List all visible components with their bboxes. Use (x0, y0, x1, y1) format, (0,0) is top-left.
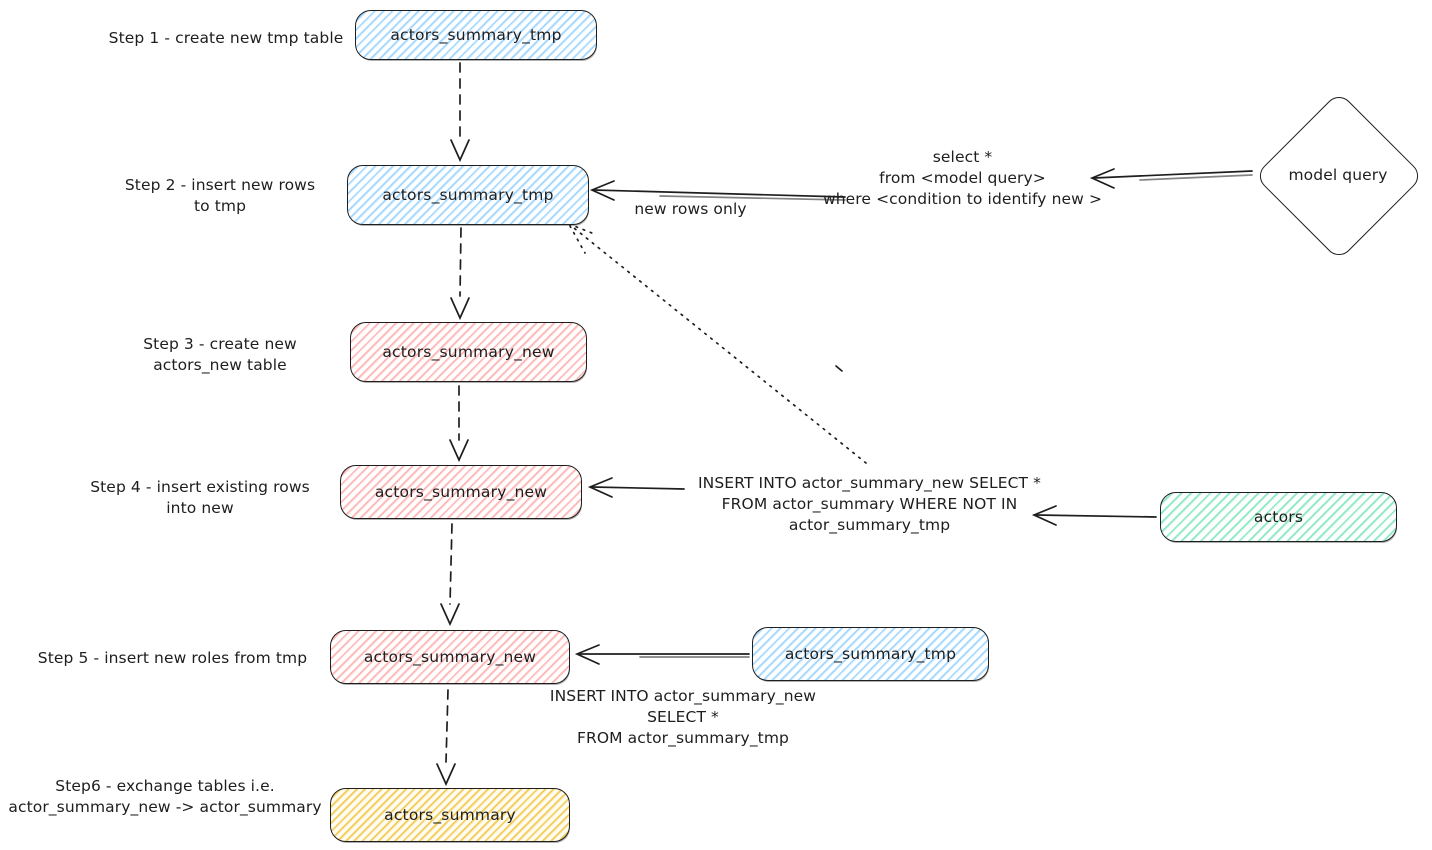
step4-node-actors-summary-new[interactable]: actors_summary_new (340, 465, 582, 519)
node-text: actors (1253, 508, 1304, 526)
step2-node-actors-summary-tmp[interactable]: actors_summary_tmp (347, 165, 589, 225)
actors-node[interactable]: actors (1160, 492, 1397, 542)
arrow-step5-to-step6 (436, 689, 456, 787)
arrow-tmp-to-step5 (574, 644, 750, 665)
step5-node-actors-summary-new[interactable]: actors_summary_new (330, 630, 570, 684)
step5-source-node-actors-summary-tmp[interactable]: actors_summary_tmp (752, 627, 989, 681)
node-text: actors_summary_tmp (382, 186, 554, 204)
arrow-step2-to-step3 (450, 227, 470, 321)
model-query-label: model query (1288, 166, 1388, 184)
node-text: actors_summary_new (363, 648, 537, 666)
step5-label: Step 5 - insert new roles from tmp (37, 649, 308, 667)
node-text: actors_summary_new (374, 483, 548, 501)
step6-node-actors-summary[interactable]: actors_summary (330, 788, 570, 842)
node-text: actors_summary_tmp (390, 26, 562, 44)
arrow-step1-to-step2 (450, 62, 470, 163)
node-text: actors_summary_new (382, 343, 555, 361)
step3-node-actors-summary-new[interactable]: actors_summary_new (350, 322, 587, 382)
arrow-dotted-tmp-reference (568, 223, 867, 464)
arrow-step3-to-step4 (449, 385, 469, 463)
step1-label: Step 1 - create new tmp table (108, 29, 344, 47)
step4-label: Step 4 - insert existing rows into new (90, 478, 310, 517)
node-text: actors_summary_tmp (784, 645, 957, 663)
step6-label: Step6 - exchange tables i.e. actor_summa… (8, 777, 322, 816)
stray-mark (835, 365, 843, 372)
new-rows-only-annotation: new rows only (634, 200, 747, 218)
insert-from-tmp-annotation: INSERT INTO actor_summary_new SELECT * F… (549, 687, 817, 747)
step1-node-actors-summary-tmp[interactable]: actors_summary_tmp (355, 10, 597, 60)
step2-label: Step 2 - insert new rows to tmp (124, 176, 316, 215)
arrow-insert-not-in-to-step4 (587, 477, 685, 498)
insert-not-in-annotation: INSERT INTO actor_summary_new SELECT * F… (698, 474, 1041, 534)
select-query-annotation: select * from <model query> where <condi… (822, 148, 1103, 208)
step3-label: Step 3 - create new actors_new table (143, 335, 297, 374)
arrow-step4-to-step5 (440, 523, 460, 627)
node-text: actors_summary (384, 806, 516, 824)
